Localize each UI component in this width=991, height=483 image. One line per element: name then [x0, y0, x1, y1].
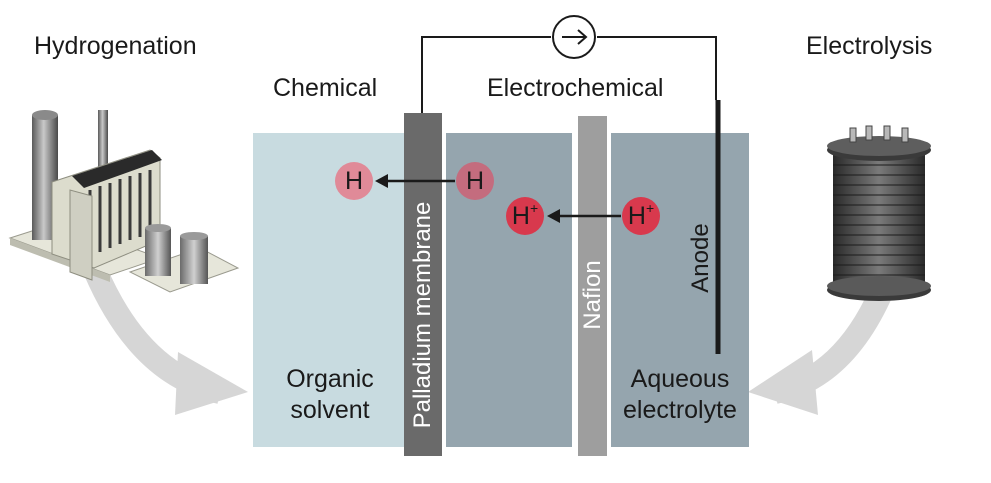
nafion-membrane: [578, 116, 607, 456]
proton-left: [506, 197, 544, 235]
organic-solvent-chamber: [253, 133, 405, 447]
chemical-label: Chemical: [273, 74, 378, 102]
flow-arrow-left: [83, 265, 248, 415]
circuit-wire: [421, 36, 551, 113]
proton-left-label: H+: [505, 196, 545, 236]
h-atom-left-label: H: [344, 167, 364, 195]
h-atom-right-label: H: [465, 167, 485, 195]
electrochemical-label: Electrochemical: [487, 74, 664, 102]
chemical-plant-icon: [8, 110, 240, 293]
anode-label: Anode: [687, 223, 714, 293]
proton-left-base: H: [511, 202, 530, 230]
palladium-membrane-label: Palladium membrane: [409, 201, 436, 429]
proton-right-base: H: [627, 202, 646, 230]
current-source-arrow-icon: [552, 15, 596, 59]
electrolysis-label: Electrolysis: [806, 32, 933, 60]
hydrogenation-label: Hydrogenation: [34, 32, 197, 60]
proton-right-label: H+: [621, 196, 661, 236]
h-transfer-arrow: [375, 174, 455, 188]
aqueous-electrolyte-label-line1: Aqueous: [630, 365, 730, 393]
proton-right-charge: +: [645, 200, 655, 216]
h-atom-right: [456, 162, 494, 200]
h-atom-left: [335, 162, 373, 200]
nafion-label: Nafion: [579, 260, 606, 330]
aqueous-electrolyte-chamber: [611, 133, 749, 447]
proton-transfer-arrow: [547, 209, 621, 223]
palladium-membrane: [404, 113, 442, 456]
flow-arrow-right: [748, 289, 891, 415]
organic-solvent-label-line2: solvent: [290, 396, 370, 424]
proton-right: [622, 197, 660, 235]
organic-solvent-label-line1: Organic: [286, 365, 374, 393]
circuit-wire-right: [597, 36, 717, 100]
aqueous-electrolyte-label-line2: electrolyte: [623, 396, 737, 424]
electrolyzer-coil-icon: [827, 125, 931, 301]
proton-left-charge: +: [529, 200, 539, 216]
